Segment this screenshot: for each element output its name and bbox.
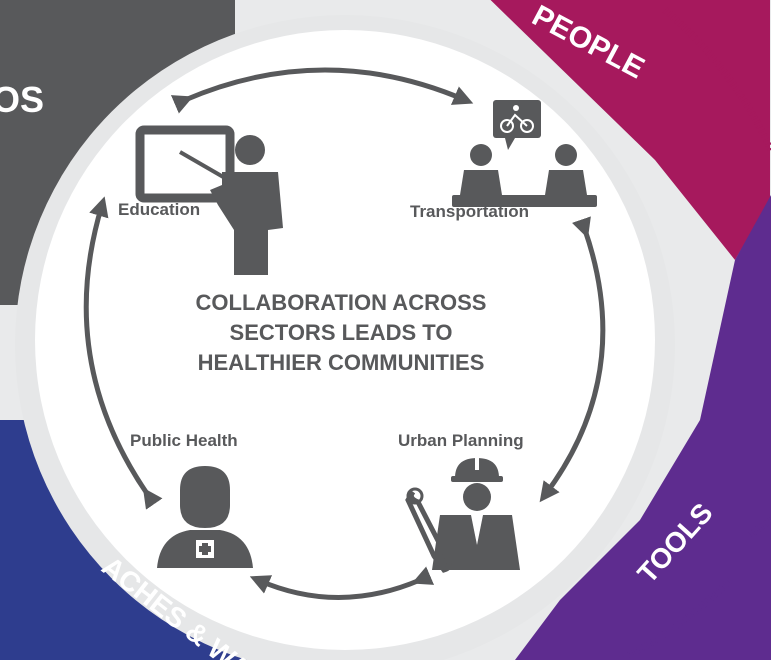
arrow-transportation-urban-planning <box>539 216 606 503</box>
sector-label-education: Education <box>118 200 200 219</box>
engineer-blueprint-icon <box>405 458 520 573</box>
center-line-3: HEALTHIER COMMUNITIES <box>198 350 485 375</box>
sector-label-public-health: Public Health <box>130 431 238 450</box>
center-line-1: COLLABORATION ACROSS <box>196 290 487 315</box>
teacher-icon <box>135 125 283 275</box>
doctor-icon <box>157 466 253 568</box>
arrow-urban-planning-public-health <box>249 566 435 600</box>
arrow-education-transportation <box>170 67 474 114</box>
dotted-arc-right <box>747 517 771 538</box>
dotted-arc-bottom <box>618 577 733 660</box>
meeting-bicycle-icon <box>452 100 597 207</box>
tools-segment <box>515 195 771 660</box>
people-segment <box>490 0 770 260</box>
sector-label-urban-planning: Urban Planning <box>398 431 524 450</box>
sector-label-transportation: Transportation <box>410 202 529 221</box>
ring-label-top-left: OS <box>0 79 44 120</box>
center-line-2: SECTORS LEADS TO <box>230 320 453 345</box>
arrow-public-health-education <box>83 196 163 510</box>
